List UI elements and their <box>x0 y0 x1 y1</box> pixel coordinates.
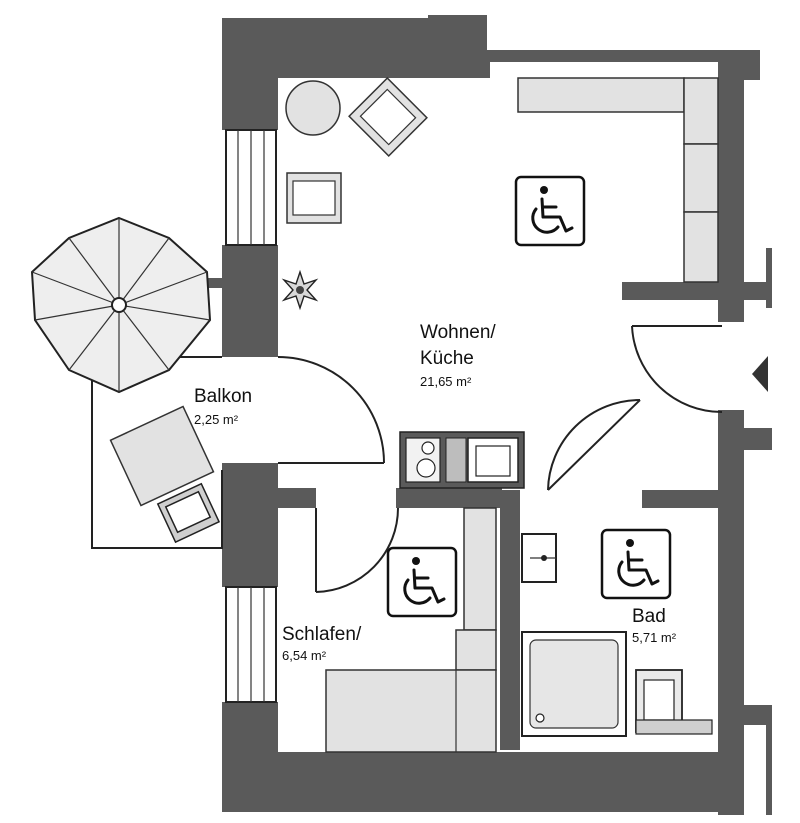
room-labels: Wohnen/ Küche 21,65 m² Balkon 2,25 m² Sc… <box>194 322 677 663</box>
wheelchair-icon-bath <box>600 528 672 600</box>
bathroom <box>521 528 713 737</box>
balcony-chair <box>156 482 221 544</box>
wall-right-stub <box>718 300 744 322</box>
wall-right-upper <box>718 62 744 282</box>
wall-left-mid <box>222 245 278 357</box>
wall-bath-left <box>500 490 520 750</box>
wall-right-lower-east <box>744 705 772 725</box>
wall-mid-center <box>396 488 502 508</box>
bedroom <box>325 507 497 753</box>
corner-sofa <box>517 77 719 283</box>
wall-mid-left <box>222 463 278 508</box>
label-schlafen: Schlafen/ <box>282 624 362 645</box>
door-entrance <box>631 325 723 414</box>
plant-icon <box>281 269 319 311</box>
wall-top <box>222 15 760 130</box>
wall-far-right <box>766 725 772 815</box>
toilet <box>635 669 713 735</box>
balcony-table <box>109 405 215 507</box>
door-bath-leaf <box>547 399 641 491</box>
washbasin <box>521 533 557 583</box>
entrance-arrow-icon <box>752 356 768 392</box>
label-wohnen-1: Wohnen/ <box>420 322 496 343</box>
wall-right-lower <box>718 410 744 815</box>
wheelchair-icon-bedroom <box>386 546 458 618</box>
windows <box>225 129 277 703</box>
wall-bottom <box>222 752 744 812</box>
wall-right-east <box>766 248 772 308</box>
balcony <box>30 216 223 549</box>
nightstand <box>455 629 497 671</box>
label-wohnen-2: Küche <box>420 348 474 369</box>
wall-mid-top <box>276 488 316 508</box>
walls <box>200 15 772 815</box>
door-bedroom <box>315 507 399 593</box>
area-schlafen: 6,54 m² <box>282 648 327 663</box>
chair <box>286 172 342 224</box>
wall-bath-top-right <box>642 490 720 508</box>
door-bath <box>547 399 641 491</box>
area-wohnen: 21,65 m² <box>420 374 472 389</box>
parasol-icon <box>30 216 212 394</box>
doors <box>277 356 641 593</box>
label-bad: Bad <box>632 606 666 627</box>
shower <box>521 631 627 737</box>
wall-left-lower <box>222 505 278 587</box>
wall-balcony-stub <box>200 278 224 288</box>
round-table <box>285 80 341 136</box>
door-balcony <box>277 356 385 464</box>
living-room <box>281 77 768 489</box>
label-balkon: Balkon <box>194 386 252 407</box>
area-bad: 5,71 m² <box>632 630 677 645</box>
wall-right-lower-return <box>744 428 772 450</box>
wheelchair-icon <box>514 175 586 247</box>
area-balkon: 2,25 m² <box>194 412 239 427</box>
wardrobe <box>463 507 497 631</box>
bed <box>325 669 497 753</box>
armchair <box>348 77 428 157</box>
wall-right-return <box>622 282 772 300</box>
kitchenette <box>399 431 525 489</box>
